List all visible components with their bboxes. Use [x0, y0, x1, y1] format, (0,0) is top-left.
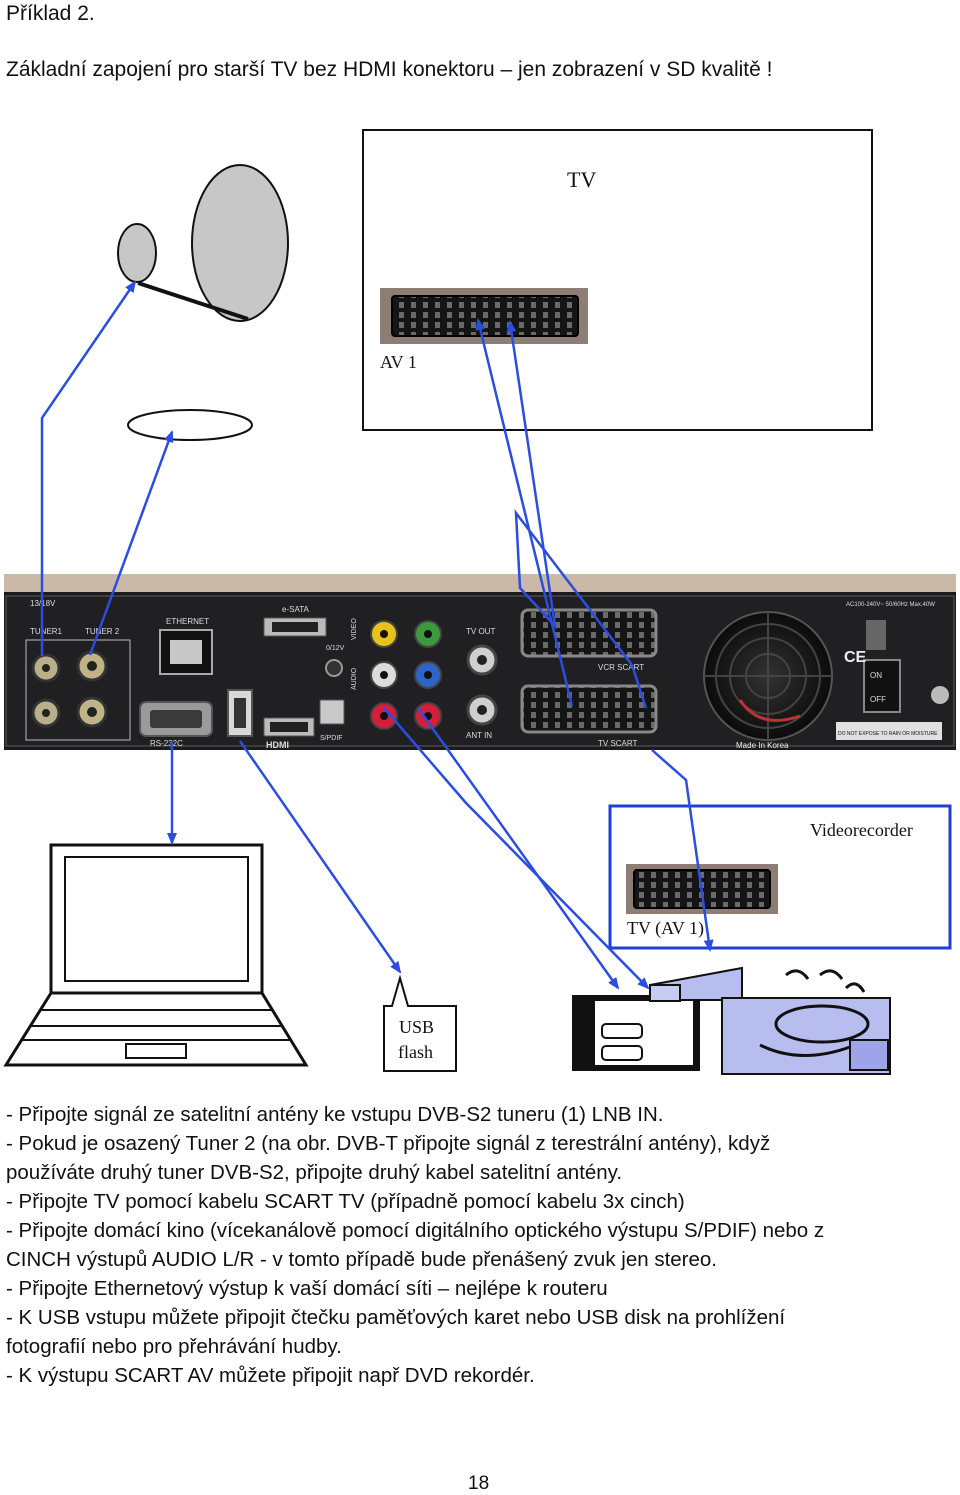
- page-subheading: Základní zapojení pro starší TV bez HDMI…: [6, 58, 773, 81]
- svg-text:RS-232C: RS-232C: [150, 739, 183, 748]
- tv-title: TV: [567, 167, 596, 192]
- receiver-rear-panel: TUNER1 TUNER 2 13/18V ETHERNET RS-232C: [4, 574, 956, 750]
- tv-box: TV AV 1: [362, 129, 873, 431]
- instruction-line: - Pokud je osazený Tuner 2 (na obr. DVB-…: [6, 1132, 771, 1155]
- instruction-line: - Připojte TV pomocí kabelu SCART TV (př…: [6, 1190, 685, 1213]
- esata-port: e-SATA 0/12V: [263, 605, 345, 677]
- power-section: AC100-240V~ 50/60Hz Max.40W ON OFF CE DO…: [736, 602, 949, 750]
- svg-text:ANT IN: ANT IN: [466, 731, 492, 740]
- arrow-vcrscart-to-videorecorder: [651, 749, 714, 952]
- svg-text:ON: ON: [870, 671, 882, 680]
- cooling-fan: [703, 611, 833, 741]
- tv-scart-connector: [380, 288, 588, 344]
- svg-text:Made In Korea: Made In Korea: [736, 741, 789, 750]
- instruction-line: - K USB vstupu můžete připojit čtečku pa…: [6, 1306, 786, 1329]
- instruction-line: fotografií nebo pro přehrávání hudby.: [6, 1335, 342, 1358]
- connection-diagram: TV AV 1 TUNER1 TUNER 2 13/18V ETHERNET: [3, 129, 956, 1075]
- laptop: [3, 843, 309, 1067]
- svg-text:AUDIO: AUDIO: [351, 667, 358, 690]
- videorecorder-box: Videorecorder TV (AV 1): [608, 804, 952, 950]
- svg-text:flash: flash: [398, 1042, 433, 1062]
- arrow-tuner2-to-antenna: [88, 430, 174, 656]
- videorecorder-connector-label: TV (AV 1): [627, 918, 704, 939]
- page-number: 18: [468, 1473, 490, 1494]
- svg-text:CE: CE: [844, 649, 867, 666]
- arrow-spdif-to-cinema: [416, 707, 620, 990]
- arrow-tvscart-to-tv: [475, 318, 574, 707]
- svg-text:0/12V: 0/12V: [326, 645, 345, 652]
- usb-flash-callout: USB flash: [383, 974, 457, 1072]
- instructions-text: - Připojte signál ze satelitní antény ke…: [6, 1100, 954, 1390]
- svg-text:TUNER1: TUNER1: [30, 627, 63, 636]
- spdif-port: S/PDIF: [319, 699, 345, 742]
- satellite-dish: [117, 164, 289, 322]
- svg-text:VIDEO: VIDEO: [351, 618, 358, 640]
- rf-connectors: TV OUT ANT IN: [466, 627, 498, 740]
- svg-text:OFF: OFF: [870, 695, 886, 704]
- svg-text:S/PDIF: S/PDIF: [320, 735, 343, 742]
- connection-arrows: [40, 280, 714, 990]
- svg-text:HDMI: HDMI: [266, 740, 289, 750]
- ethernet-port: ETHERNET: [159, 617, 213, 675]
- home-cinema-illustration: [572, 966, 891, 1075]
- videorecorder-title: Videorecorder: [810, 820, 913, 840]
- svg-text:TUNER 2: TUNER 2: [85, 627, 120, 636]
- hdmi-port: HDMI: [263, 717, 315, 750]
- arrow-audio-to-cinema: [383, 707, 650, 990]
- instruction-line: - K výstupu SCART AV můžete připojit nap…: [6, 1364, 535, 1387]
- page-heading: Příklad 2.: [6, 2, 95, 25]
- instruction-line: CINCH výstupů AUDIO L/R - v tomto případ…: [6, 1248, 717, 1271]
- svg-text:VCR SCART: VCR SCART: [598, 663, 644, 672]
- arrow-scart-path: [506, 320, 648, 709]
- tv-connector-label: AV 1: [380, 352, 417, 372]
- svg-text:AC100-240V~ 50/60Hz Max.40W: AC100-240V~ 50/60Hz Max.40W: [846, 602, 935, 608]
- terrestrial-antenna: [127, 409, 253, 441]
- svg-text:e-SATA: e-SATA: [282, 605, 309, 614]
- svg-text:TV SCART: TV SCART: [598, 739, 638, 748]
- instruction-line: - Připojte domácí kino (vícekanálově pom…: [6, 1219, 825, 1242]
- svg-text:TV OUT: TV OUT: [466, 627, 495, 636]
- instruction-line: - Připojte signál ze satelitní antény ke…: [6, 1103, 664, 1126]
- svg-text:DO NOT EXPOSE TO RAIN OR MOIST: DO NOT EXPOSE TO RAIN OR MOISTURE: [838, 731, 938, 737]
- arrow-tuner1-to-dish: [40, 280, 137, 656]
- instruction-line: - Připojte Ethernetový výstup k vaší dom…: [6, 1277, 608, 1300]
- instruction-line: používáte druhý tuner DVB-S2, připojte d…: [6, 1161, 623, 1184]
- arrow-usb-to-flash: [238, 740, 402, 974]
- usb-port: [227, 689, 253, 737]
- rca-jacks: AUDIO VIDEO: [351, 618, 442, 730]
- svg-text:USB: USB: [399, 1017, 434, 1037]
- rs232-port: RS-232C: [139, 701, 213, 748]
- svg-text:ETHERNET: ETHERNET: [166, 617, 209, 626]
